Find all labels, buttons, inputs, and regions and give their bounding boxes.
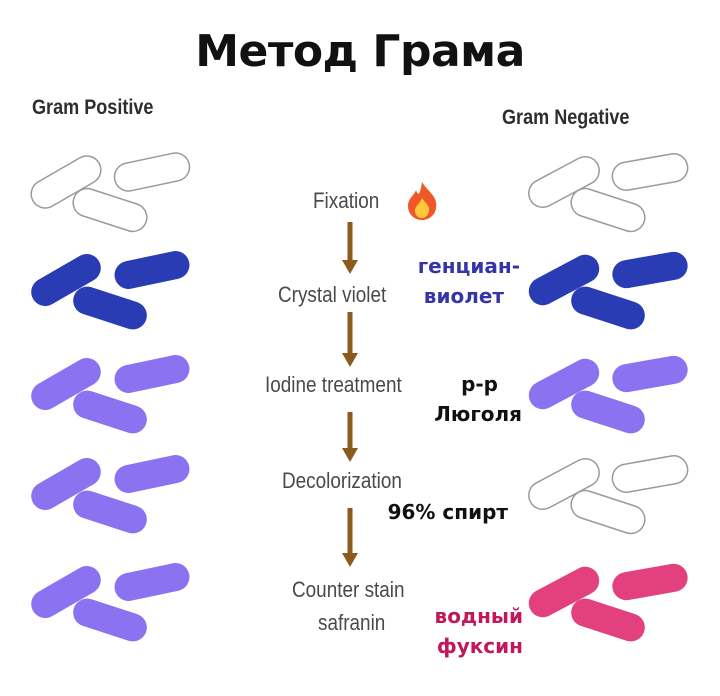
bacterium-rod-3: [571, 286, 645, 330]
fire-icon: [408, 182, 437, 220]
bacteria-cluster-negative-2: [528, 251, 688, 330]
bacteria-cluster-positive-5: [31, 563, 190, 642]
bacterium-rod-1: [31, 358, 101, 410]
bacteria-cluster-positive-4: [31, 455, 190, 534]
bacterium-rod-1: [528, 155, 600, 209]
bacterium-rod-3: [571, 598, 645, 642]
bacterium-rod-3: [73, 286, 147, 330]
bacterium-rod-3: [72, 187, 148, 233]
bacterium-rod-2: [612, 251, 688, 289]
step-safranin-label: safranin: [318, 610, 386, 635]
bacterium-rod-1: [528, 457, 600, 511]
bacteria-cluster-negative-3: [528, 355, 688, 434]
process-arrow-4: [342, 508, 358, 567]
step-fixation-label: Fixation: [313, 188, 380, 213]
process-arrow-1: [342, 222, 358, 274]
bacterium-rod-2: [113, 152, 191, 192]
bacteria-cluster-positive-2: [31, 251, 190, 330]
bacterium-rod-1: [31, 254, 101, 306]
bacteria-cluster-positive-3: [31, 355, 190, 434]
bacterium-rod-2: [611, 455, 689, 493]
bacterium-rod-3: [73, 490, 147, 534]
bacterium-rod-1: [528, 566, 600, 618]
note-gentian-violet-2: виолет: [423, 284, 504, 308]
bacteria-cluster-negative-4: [528, 455, 689, 535]
note-lugol-2: Люголя: [434, 402, 522, 426]
gram-positive-label: Gram Positive: [32, 96, 154, 119]
bacterium-rod-1: [31, 566, 101, 618]
step-iodine-label: Iodine treatment: [265, 372, 402, 397]
bacterium-rod-2: [611, 153, 689, 191]
process-arrow-2: [342, 312, 358, 367]
step-counter-stain-label: Counter stain: [292, 577, 405, 602]
bacterium-rod-2: [612, 355, 688, 393]
bacterium-rod-3: [571, 390, 645, 434]
bacteria-cluster-negative-1: [528, 153, 689, 233]
bacteria-cluster-positive-1: [30, 152, 191, 233]
bacterium-rod-3: [570, 489, 646, 535]
bacterium-rod-3: [73, 390, 147, 434]
note-alcohol: 96% спирт: [387, 500, 508, 524]
process-arrow-3: [342, 412, 358, 462]
step-decolorization-label: Decolorization: [282, 468, 402, 493]
note-fuchsin-1: водный: [434, 604, 523, 628]
bacterium-rod-1: [528, 358, 600, 410]
note-gentian-violet-1: генциан-: [417, 254, 520, 278]
bacterium-rod-2: [114, 455, 190, 493]
bacterium-rod-2: [612, 563, 688, 601]
bacterium-rod-1: [31, 458, 101, 510]
bacterium-rod-2: [114, 563, 190, 601]
bacterium-rod-2: [114, 355, 190, 393]
note-fuchsin-2: фуксин: [436, 634, 523, 658]
bacterium-rod-1: [30, 155, 102, 209]
bacterium-rod-2: [114, 251, 190, 289]
page-title: Метод Грама: [195, 26, 525, 77]
bacteria-cluster-negative-5: [528, 563, 688, 642]
bacterium-rod-1: [528, 254, 600, 306]
gram-negative-label: Gram Negative: [502, 106, 630, 129]
note-lugol-1: р-р: [461, 372, 498, 396]
bacterium-rod-3: [570, 187, 646, 233]
bacterium-rod-3: [73, 598, 147, 642]
step-crystal-violet-label: Crystal violet: [278, 282, 387, 307]
